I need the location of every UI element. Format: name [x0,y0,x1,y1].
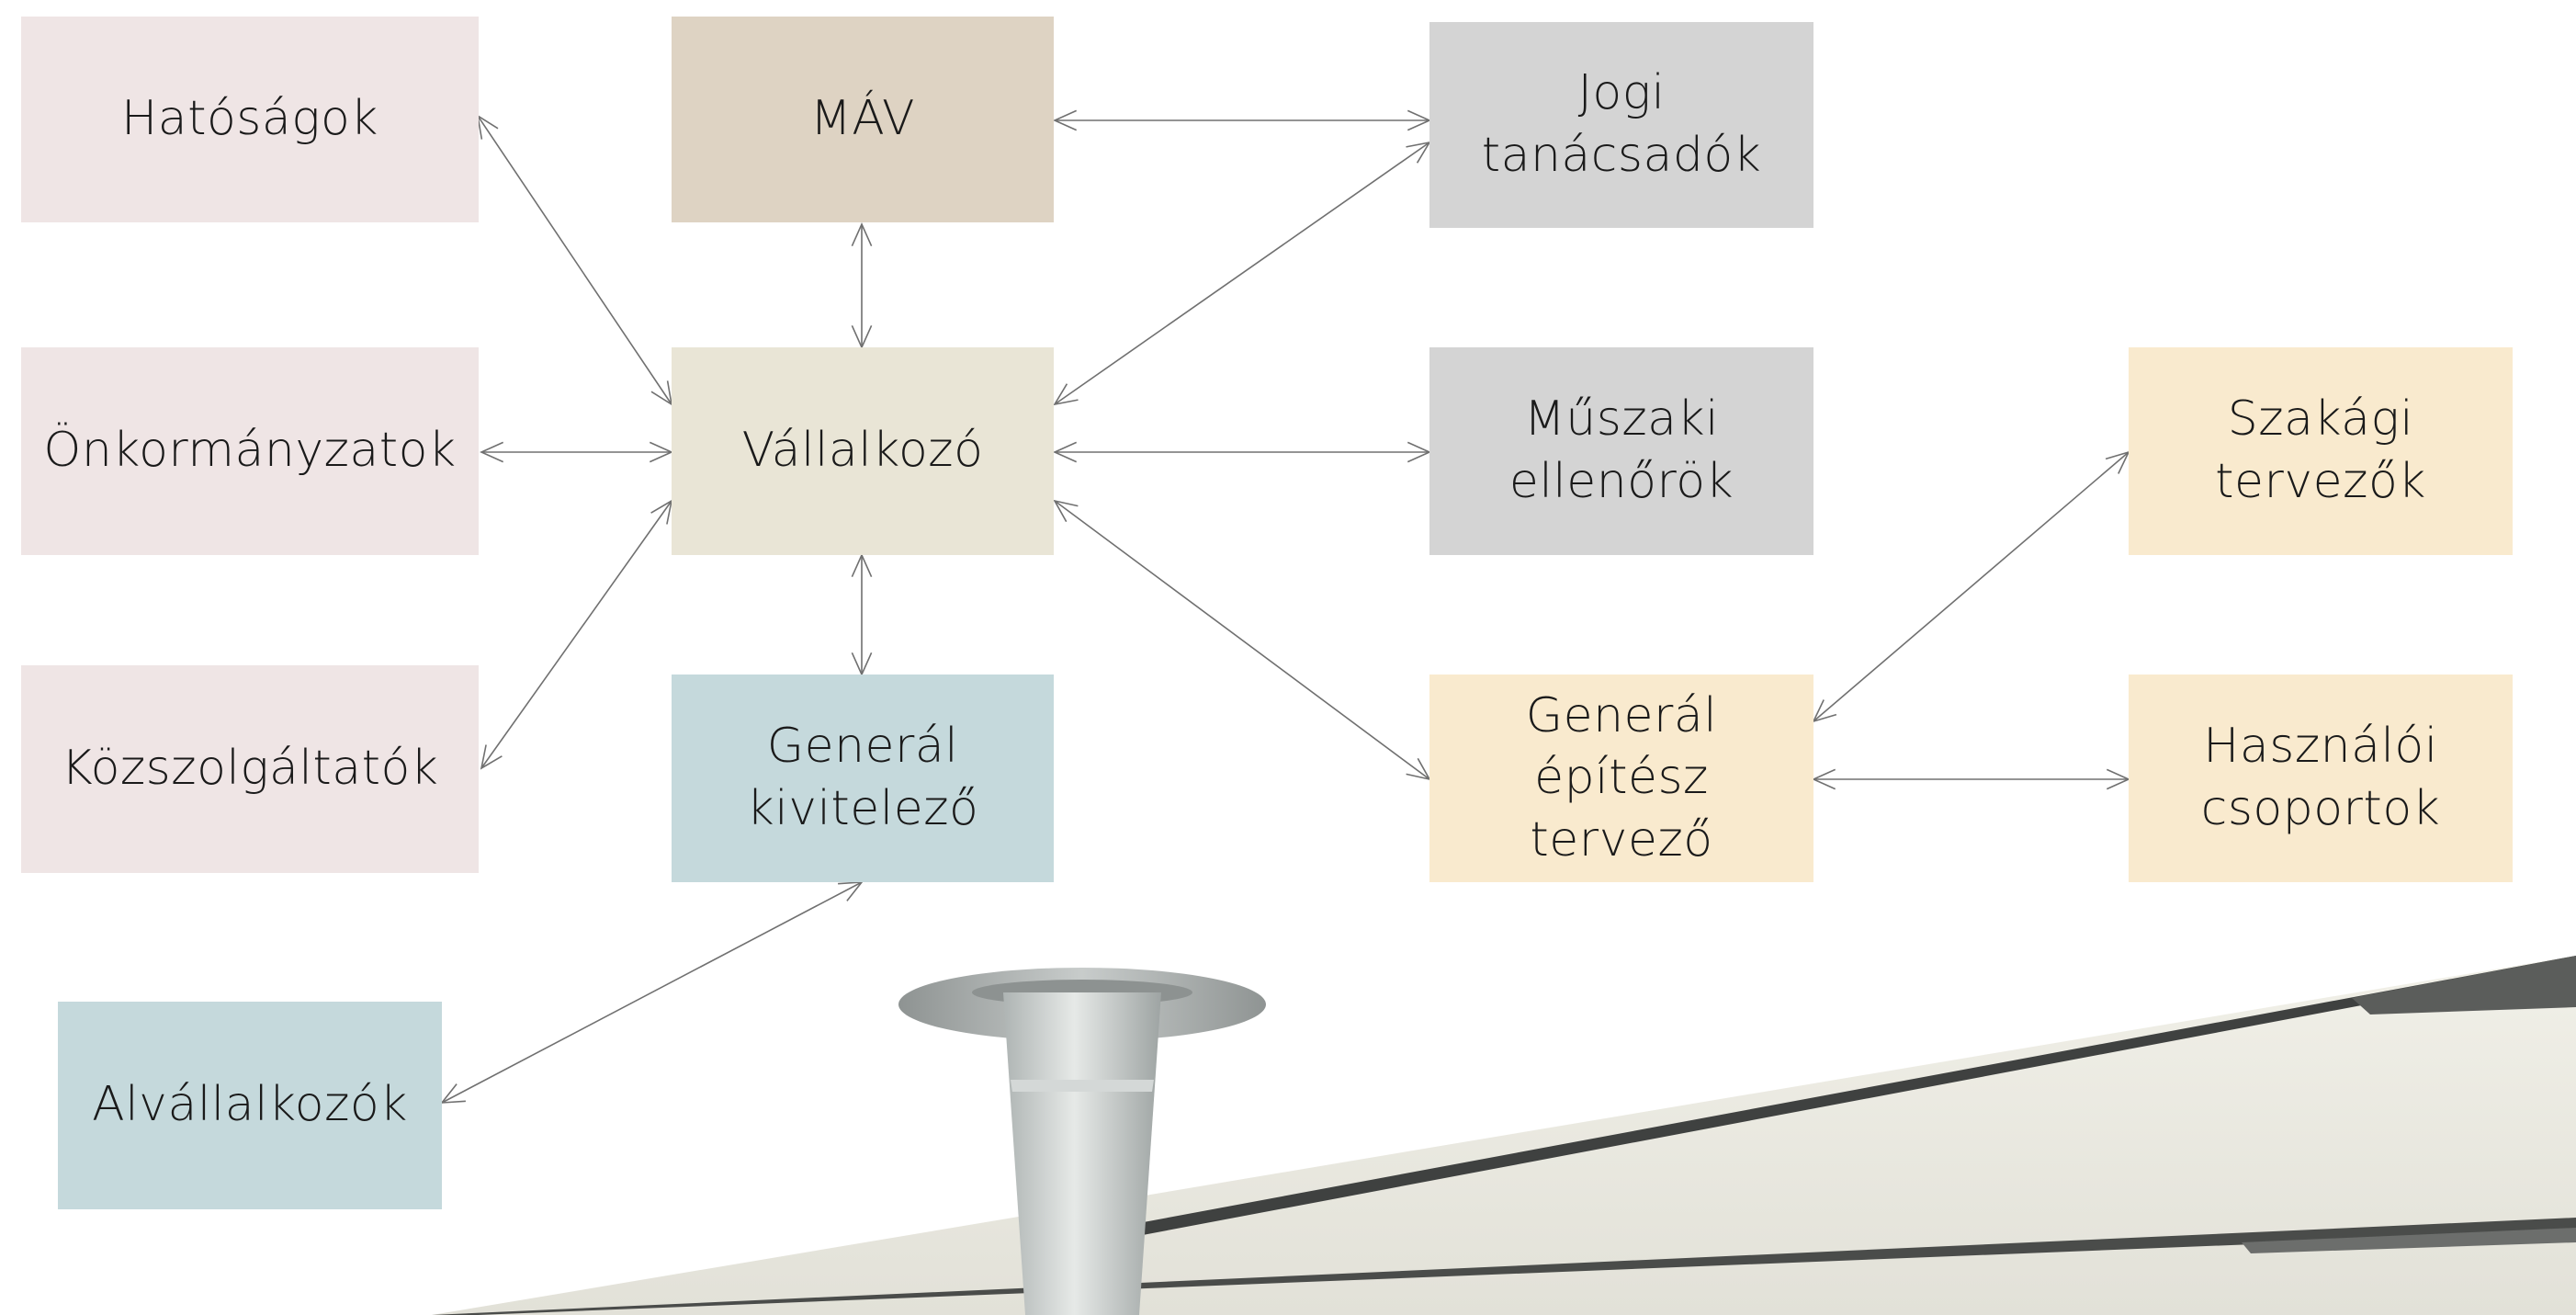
canopy-lower-edge [432,1218,2576,1315]
node-general-epitesz-tervezo-label: Generál építész tervező [1525,687,1718,867]
arrowhead-alvallalkozok [440,1083,466,1104]
arrowhead-vallalkozo [1053,441,1078,463]
node-hasznaloi-csoportok: Használói csoportok [2129,675,2513,882]
node-hatosagok: Hatóságok [21,17,479,222]
node-vallalkozo-label: Vállalkozó [741,423,984,479]
node-mav-label: MÁV [809,91,916,147]
connector-jogi-vallalkozo [1054,142,1430,405]
node-general-kivitelezo-label: Generál kivitelező [746,719,979,836]
connector-alvallalkozok-general_kivitelezo [441,881,863,1104]
node-muszaki-ellenorok-label: Műszaki ellenőrök [1508,391,1734,509]
arrowhead-kozszolgaltatok [480,744,503,770]
arrowhead-vallalkozo [851,553,873,578]
node-general-epitesz-tervezo: Generál építész tervező [1429,675,1813,882]
arrowhead-mav [851,222,873,247]
connector-hatosagok-vallalkozo [477,115,672,405]
canopy-surface [432,956,2576,1315]
lamp-body [1003,992,1161,1315]
node-jogi-tanacsadok: Jogi tanácsadók [1429,22,1813,228]
arrowhead-vallalkozo [1053,499,1079,523]
node-mav: MÁV [672,17,1054,222]
node-hasznaloi-csoportok-label: Használói csoportok [2200,719,2441,836]
arrowhead-general_epitesz [1812,768,1836,790]
connector-kozszolgaltatok-vallalkozo [480,500,672,769]
canopy-upper-edge [1084,956,2576,1246]
node-general-kivitelezo: Generál kivitelező [672,675,1054,882]
node-szakagi-tervezok: Szakági tervezők [2129,347,2513,555]
node-alvallalkozok: Alvállalkozók [58,1002,442,1209]
node-alvallalkozok-label: Alvállalkozók [92,1077,408,1133]
node-vallalkozo: Vállalkozó [672,347,1054,555]
node-onkormanyzatok-label: Önkormányzatok [43,423,457,479]
connector-szakagi-general_epitesz [1813,451,2130,722]
arrowhead-onkormanyzatok [480,441,504,463]
node-szakagi-tervezok-label: Szakági tervezők [2215,391,2426,509]
arrowhead-general_epitesz [1812,699,1837,723]
node-kozszolgaltatok-label: Közszolgáltatók [61,741,439,797]
node-onkormanyzatok: Önkormányzatok [21,347,479,555]
node-jogi-tanacsadok-label: Jogi tanácsadók [1481,65,1762,183]
arrowhead-mav [1053,109,1078,131]
arrowhead-general_kivitelezo [838,881,864,901]
node-kozszolgaltatok: Közszolgáltatók [21,665,479,873]
node-hatosagok-label: Hatóságok [121,91,378,147]
arrowhead-vallalkozo [1053,383,1079,406]
connector-vallalkozo-general_epitesz [1054,500,1430,780]
node-muszaki-ellenorok: Műszaki ellenőrök [1429,347,1813,555]
